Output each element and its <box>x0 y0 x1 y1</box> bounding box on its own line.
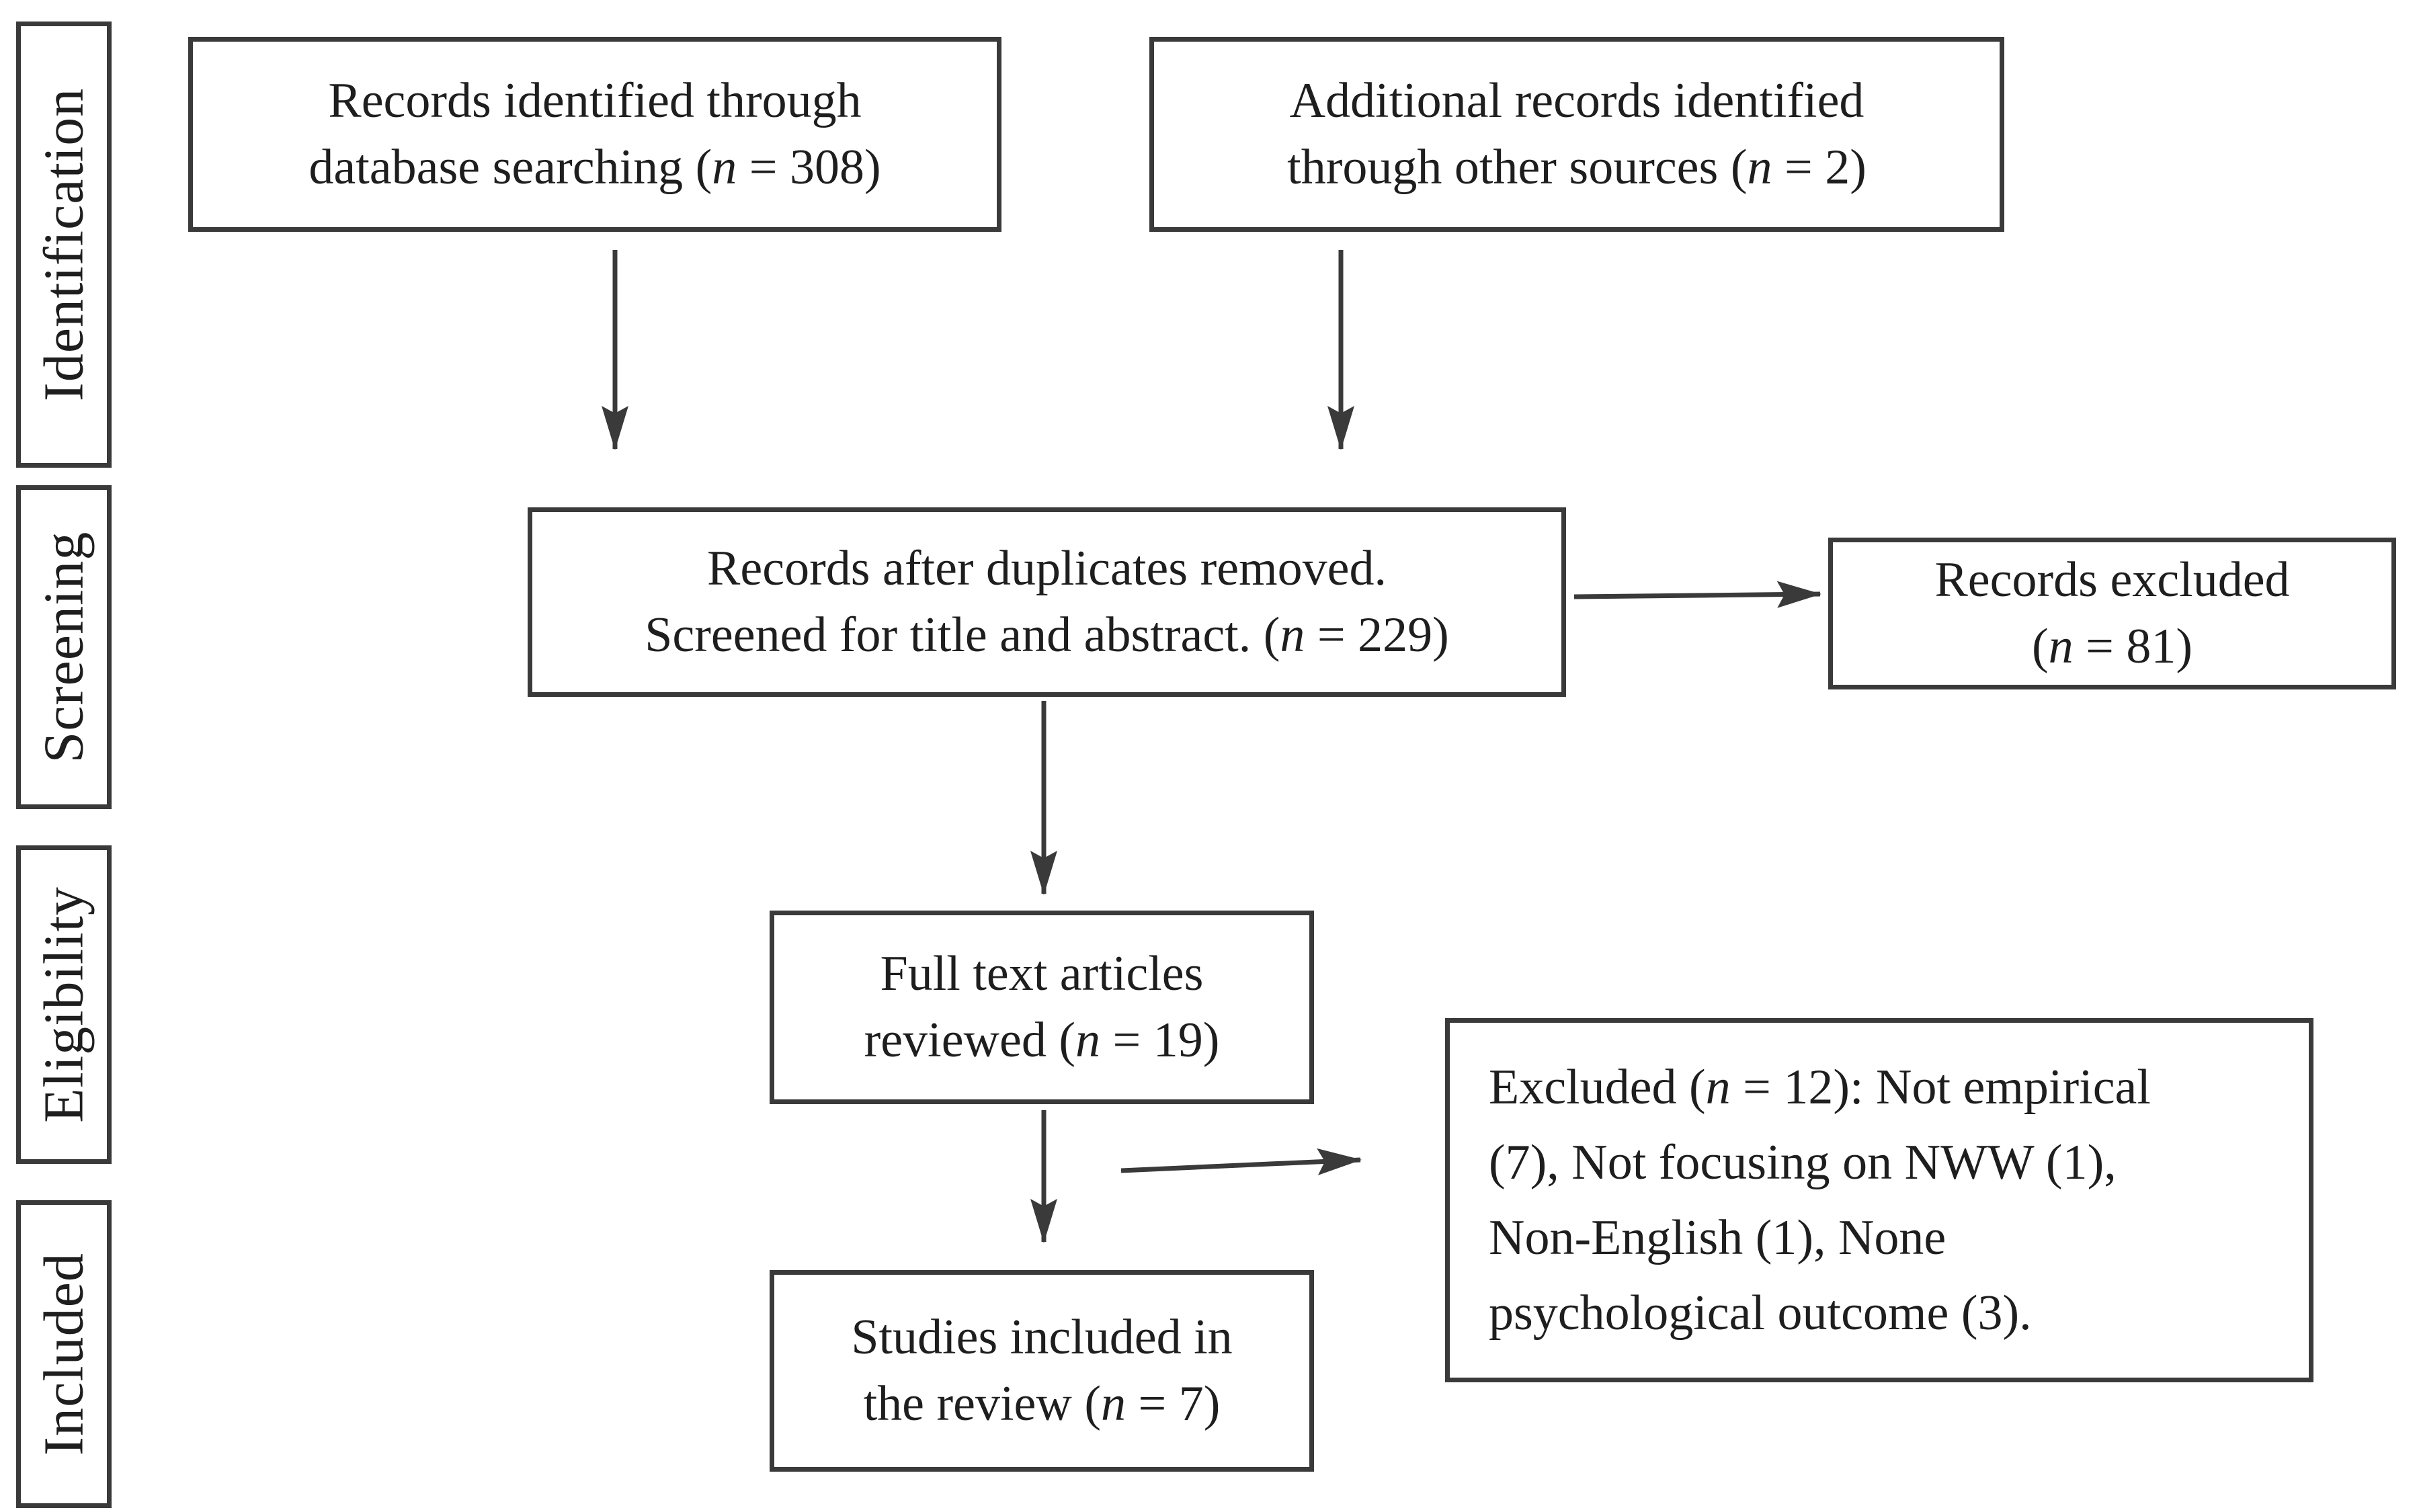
node-text-line: Records identified through <box>328 73 862 128</box>
node-studies-included: Studies included in the review (n = 7) <box>770 1270 1314 1472</box>
stage-label-included: Included <box>32 1253 95 1456</box>
node-text-line: database searching (n = 308) <box>309 140 881 195</box>
arrow-deduplicated-to-records-excluded <box>1573 581 1821 608</box>
stage-included: Included <box>16 1200 112 1508</box>
node-additional-records: Additional records identified through ot… <box>1149 37 2004 232</box>
node-full-text-reviewed: Full text articles reviewed (n = 19) <box>770 911 1314 1104</box>
node-text-line: Screened for title and abstract. (n = 22… <box>645 607 1449 663</box>
stage-identification: Identification <box>16 22 112 468</box>
node-text-line: Excluded (n = 12): Not empirical <box>1489 1060 2151 1115</box>
stage-label-identification: Identification <box>32 87 95 402</box>
stage-label-screening: Screening <box>32 531 95 763</box>
node-text-line: through other sources (n = 2) <box>1287 140 1867 195</box>
stage-screening: Screening <box>16 485 112 809</box>
arrow-full-text-to-excluded-reasons <box>1120 1148 1362 1175</box>
node-text-line: the review (n = 7) <box>863 1376 1221 1431</box>
stage-eligibility: Eligibility <box>16 845 112 1164</box>
stage-label-eligibility: Eligibility <box>32 886 95 1123</box>
node-text-line: Non-English (1), None <box>1489 1210 1946 1265</box>
node-text-line: (7), Not focusing on NWW (1), <box>1489 1135 2117 1190</box>
node-text-line: Studies included in <box>851 1310 1233 1365</box>
node-text-line: Additional records identified <box>1289 73 1864 128</box>
node-records-identified: Records identified through database sear… <box>188 37 1001 232</box>
node-text-line: Full text articles <box>880 946 1204 1001</box>
node-excluded-reasons: Excluded (n = 12): Not empirical (7), No… <box>1445 1018 2313 1382</box>
node-text-line: psychological outcome (3). <box>1489 1286 2032 1341</box>
node-text-line: Records after duplicates removed. <box>707 541 1387 596</box>
node-records-after-duplicates: Records after duplicates removed. Screen… <box>528 507 1566 697</box>
node-text-line: Records excluded <box>1934 552 2290 607</box>
node-text-line: reviewed (n = 19) <box>864 1013 1220 1068</box>
node-records-excluded: Records excluded (n = 81) <box>1828 538 2396 689</box>
node-text-line: (n = 81) <box>2031 619 2193 674</box>
